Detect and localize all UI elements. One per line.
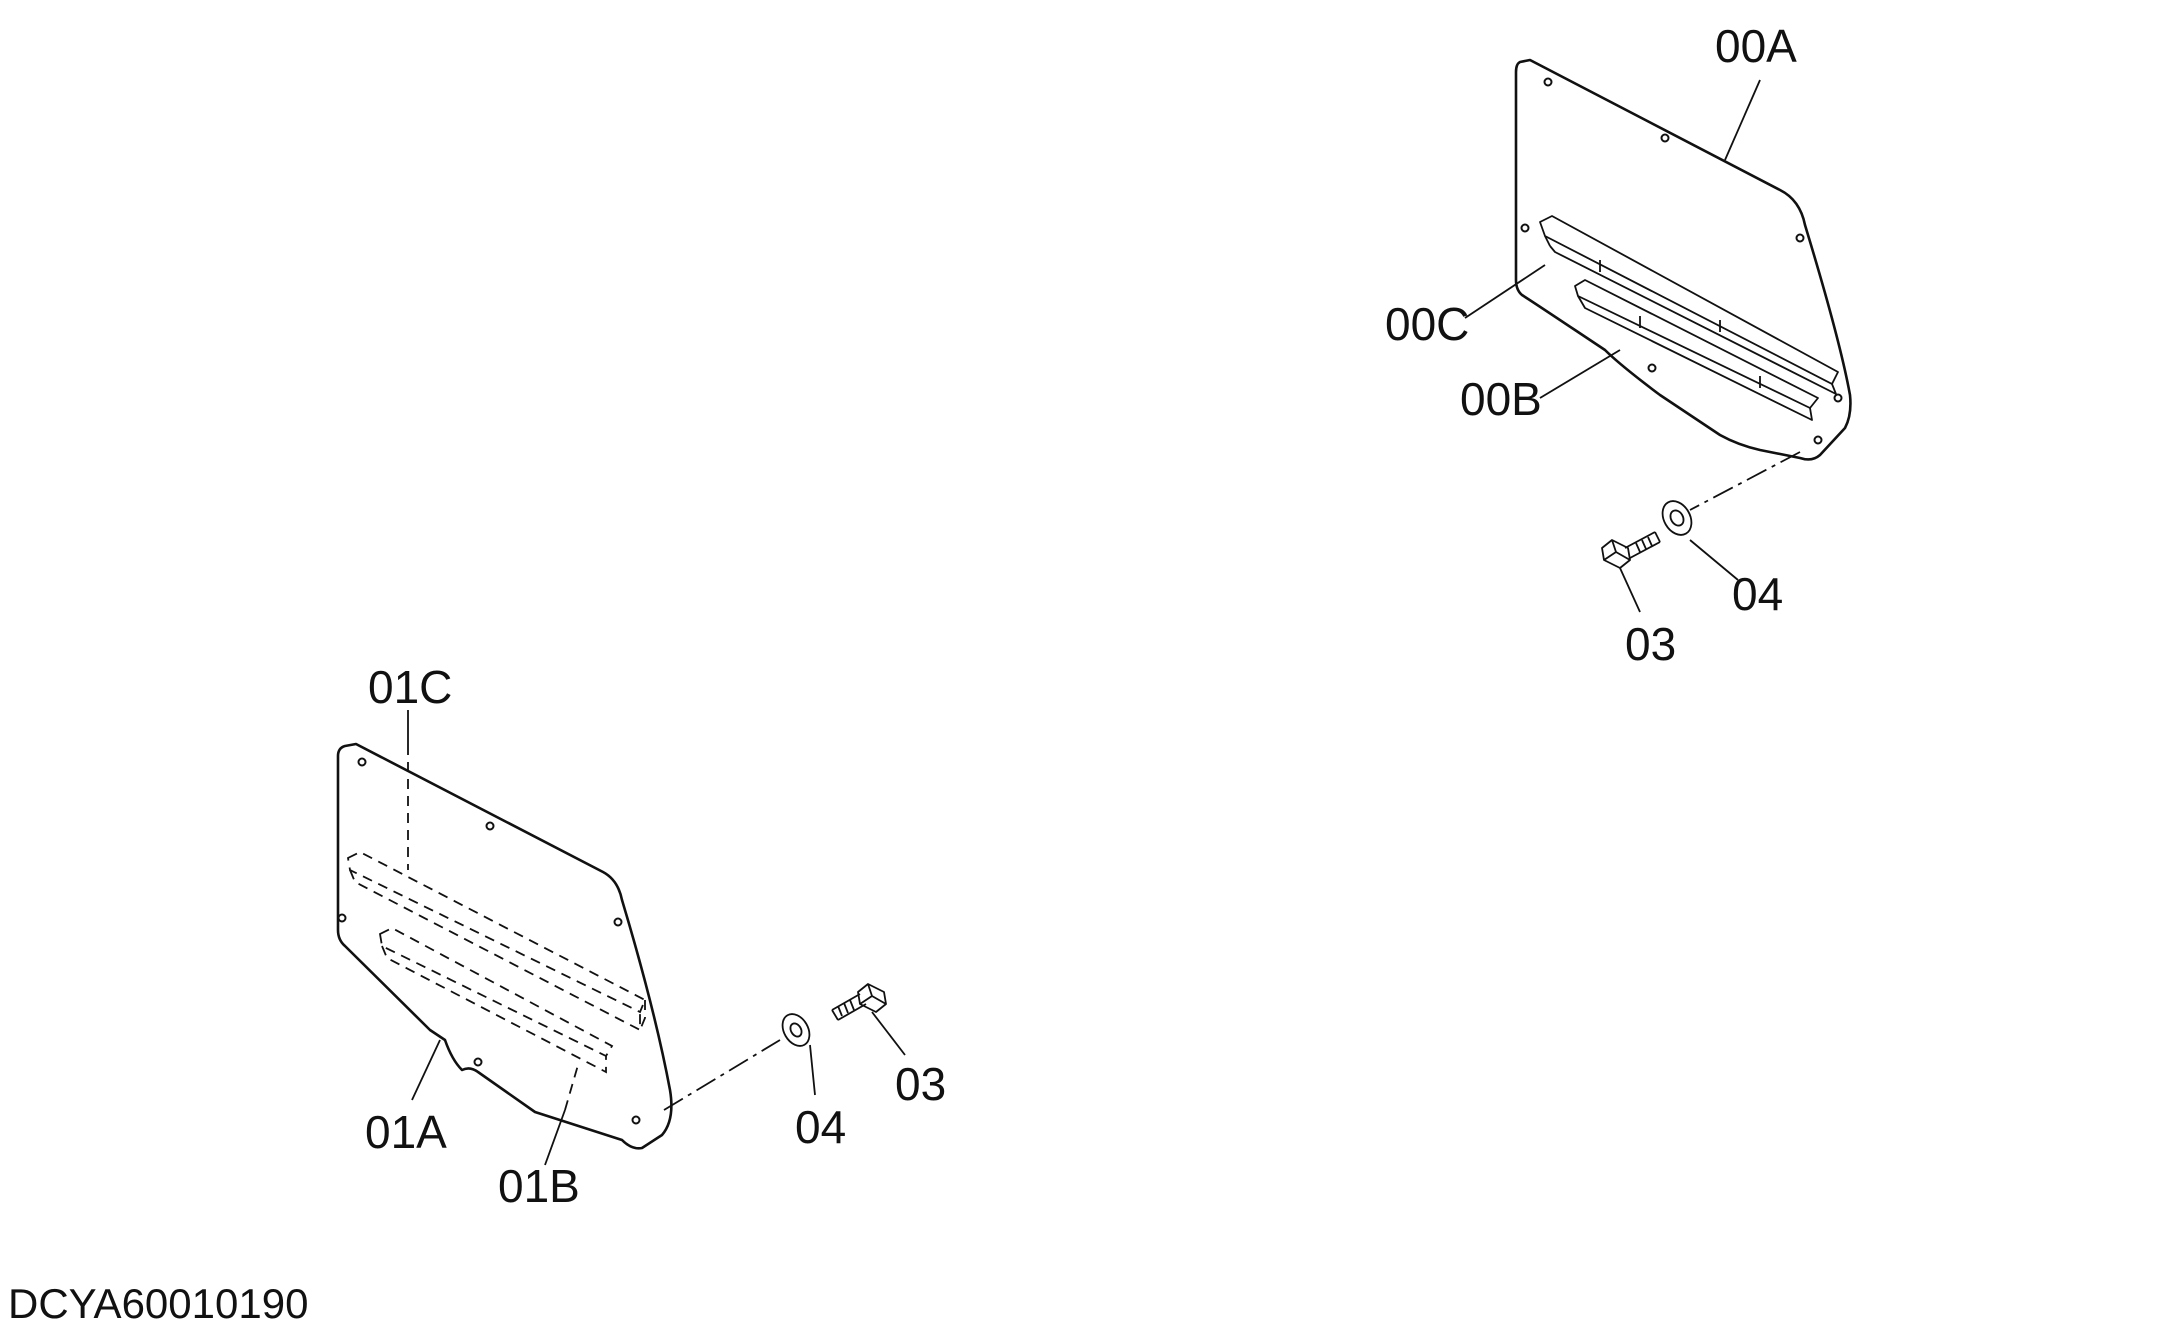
lower-hole-4 (337, 913, 347, 923)
lower-fastener-axis (663, 1039, 781, 1111)
label-lower-04: 04 (795, 1101, 846, 1153)
label-upper-03: 03 (1625, 618, 1676, 670)
label-01A: 01A (365, 1106, 447, 1158)
lower-seal-long (347, 850, 647, 1032)
label-upper-04: 04 (1732, 568, 1783, 620)
label-00B: 00B (1460, 373, 1542, 425)
lower-seal-short (379, 926, 614, 1074)
upper-hole-2 (1660, 133, 1670, 143)
label-01B: 01B (498, 1160, 580, 1212)
label-01C: 01C (368, 661, 452, 713)
label-lower-03: 03 (895, 1058, 946, 1110)
upper-hole-1 (1543, 77, 1553, 87)
lower-hole-3 (613, 917, 623, 927)
upper-seal-short (1574, 279, 1819, 421)
leader-lower-03 (871, 1011, 906, 1056)
lower-assembly: 01C 01A 01B 04 03 (336, 661, 946, 1212)
leader-upper-04 (1689, 539, 1739, 581)
upper-hole-4 (1520, 223, 1530, 233)
drawing-number: DCYA60010190 (8, 1280, 308, 1327)
lower-bolt (831, 983, 887, 1021)
upper-seal-long (1539, 215, 1839, 395)
lower-hole-6 (473, 1057, 483, 1067)
upper-bolt (1601, 531, 1661, 569)
leader-00B (1539, 349, 1621, 399)
upper-cover-plate (1514, 58, 1852, 461)
upper-assembly: 00A 00C 00B 04 03 (1385, 20, 1852, 670)
leader-01A (411, 1039, 441, 1101)
lower-hole-2 (485, 821, 495, 831)
leader-01B (544, 1109, 566, 1166)
label-00C: 00C (1385, 298, 1469, 350)
lower-washer (781, 1013, 811, 1047)
leader-lower-04 (809, 1044, 816, 1096)
leader-00C (1464, 264, 1546, 319)
leader-01B-hidden (564, 1064, 579, 1111)
lower-hole-1 (357, 757, 367, 767)
lower-hole-5 (631, 1115, 641, 1125)
upper-washer (1661, 500, 1693, 536)
label-00A: 00A (1715, 20, 1797, 72)
upper-hole-6 (1813, 435, 1823, 445)
upper-hole-7 (1647, 363, 1657, 373)
leader-upper-03 (1619, 567, 1641, 613)
upper-hole-3 (1795, 233, 1805, 243)
upper-fastener-axis (1689, 451, 1801, 511)
lower-cover-plate (336, 742, 673, 1150)
leader-00A (1724, 79, 1761, 161)
upper-hole-5 (1833, 393, 1843, 403)
